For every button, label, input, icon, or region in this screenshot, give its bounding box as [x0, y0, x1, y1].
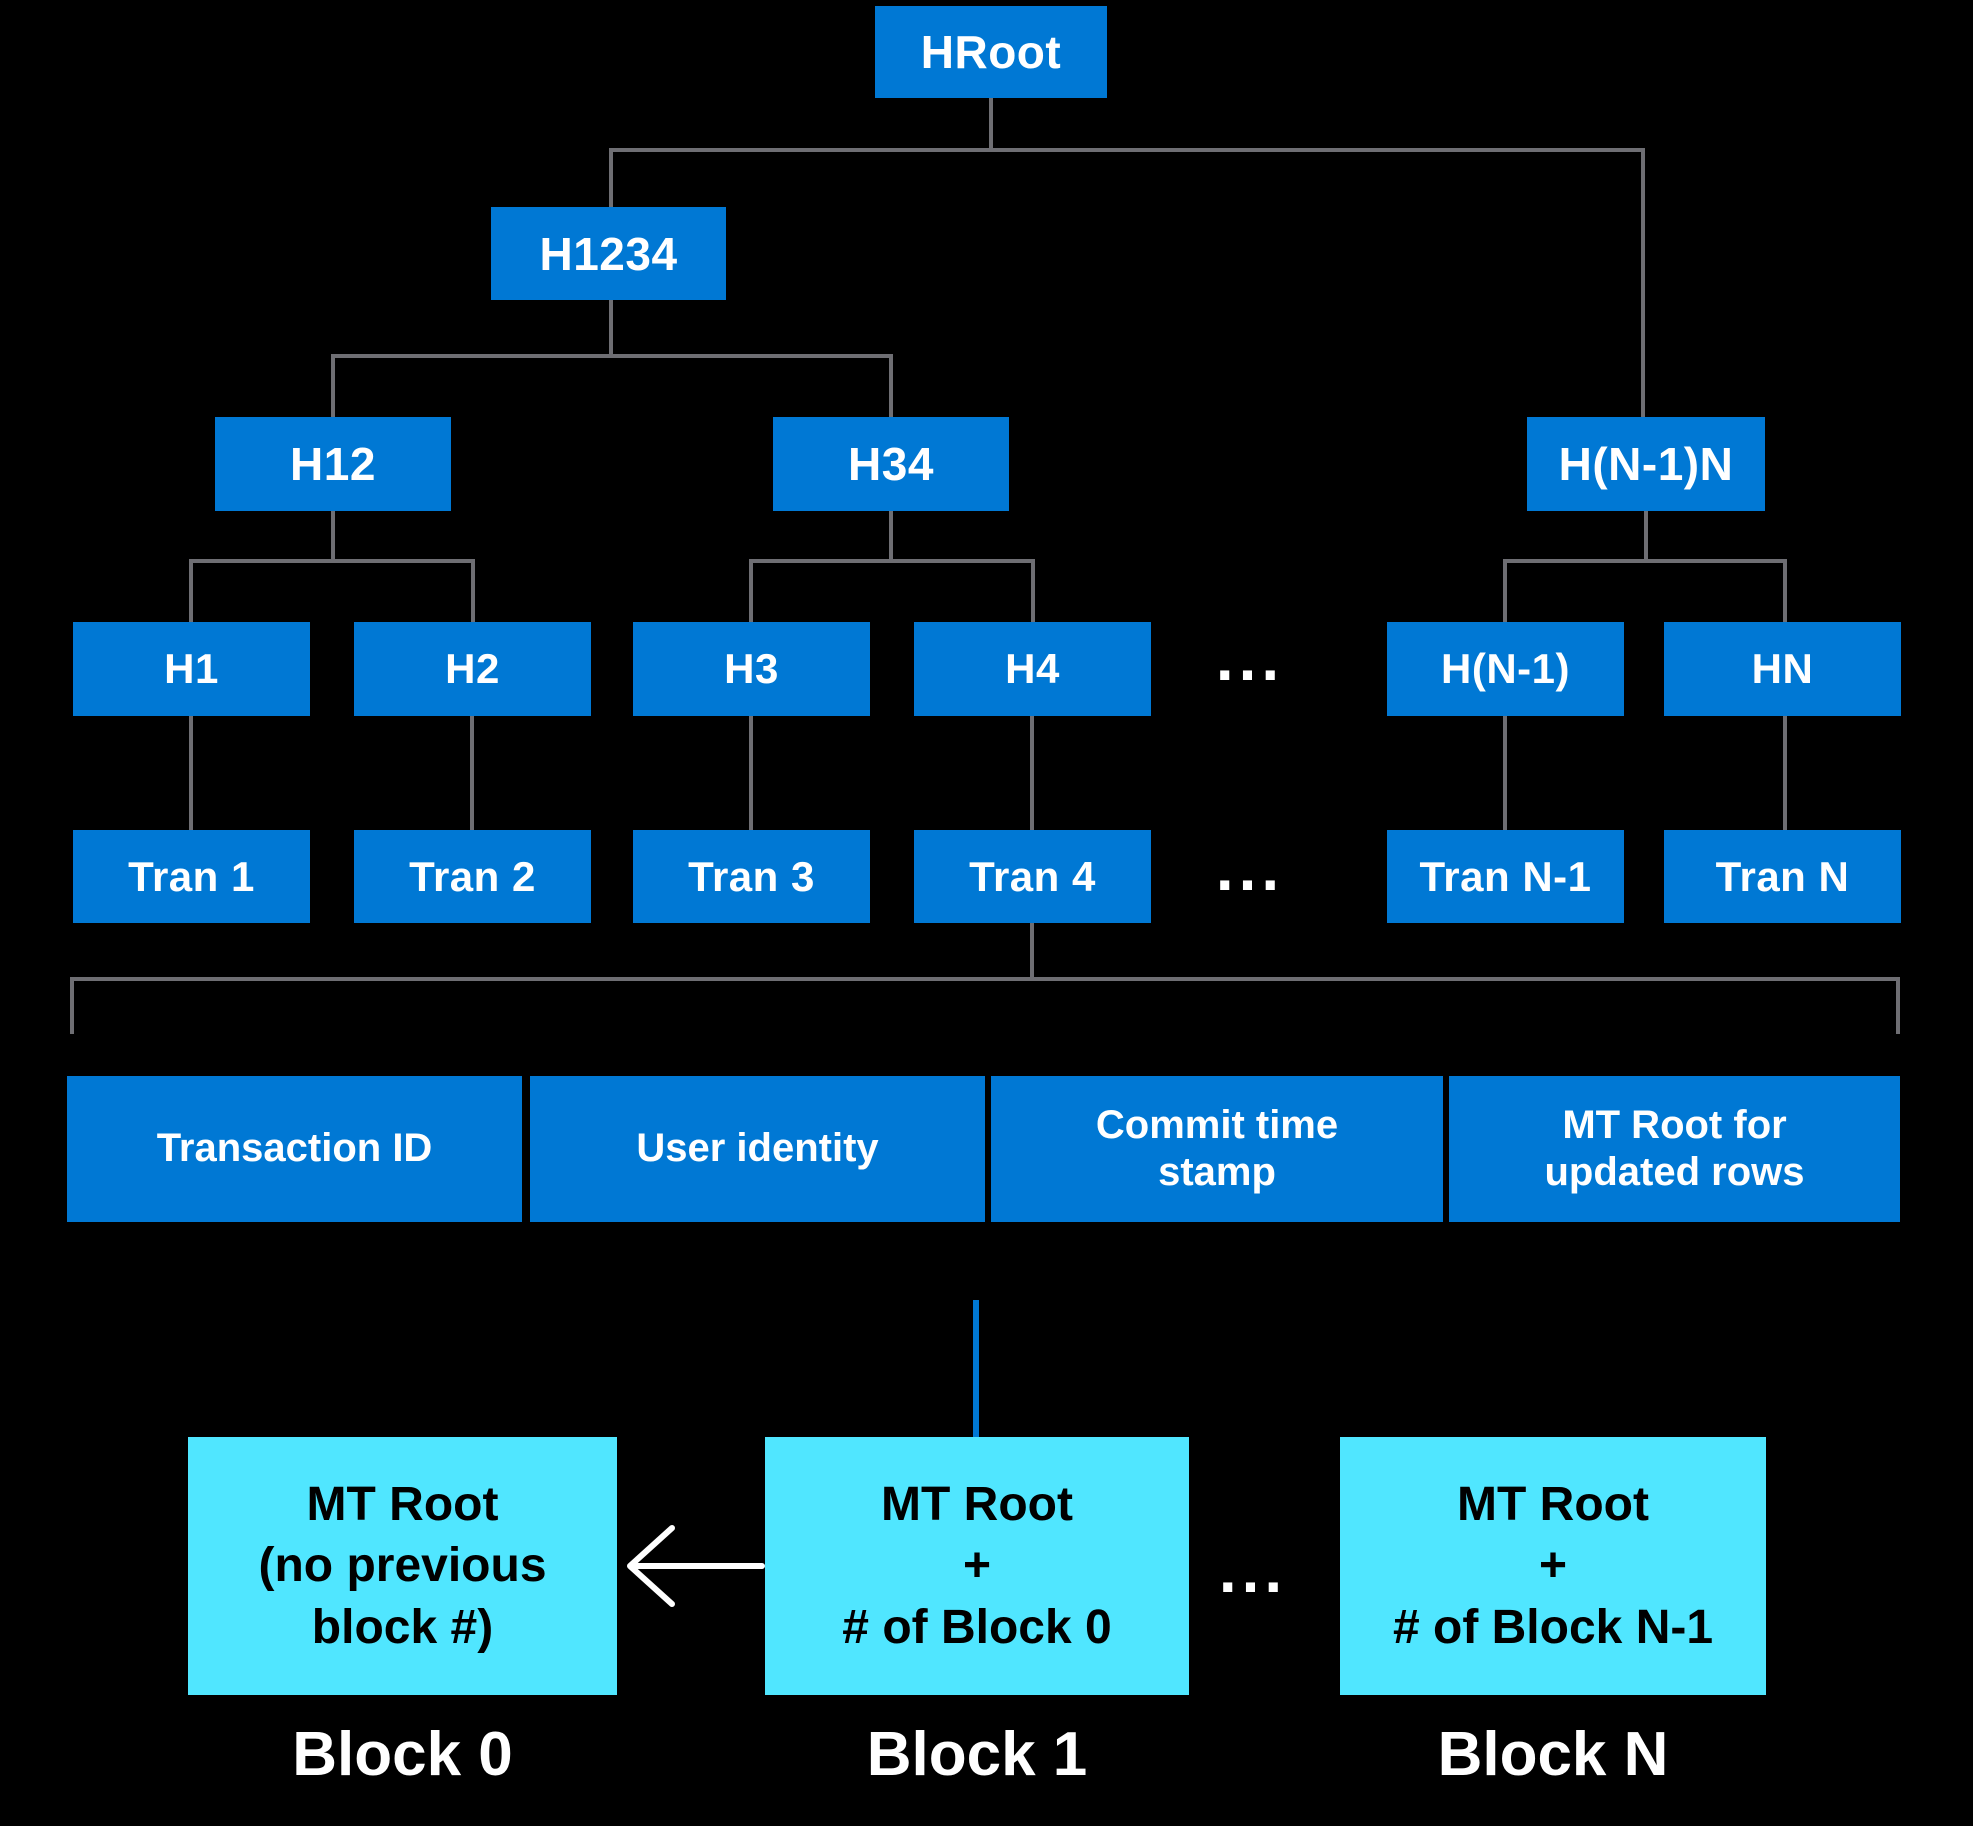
node-hn-1: H(N-1)	[1387, 622, 1624, 716]
node-h1: H1	[73, 622, 310, 716]
node-hn: HN	[1664, 622, 1901, 716]
block-n-label: Block N	[1437, 1719, 1669, 1789]
prev-block-arrow	[627, 1525, 765, 1607]
block-1-label: Block 1	[866, 1719, 1088, 1789]
detail-cell-mt-root: MT Root for updated rows	[1449, 1076, 1900, 1222]
node-h4: H4	[914, 622, 1151, 716]
node-hn-1n: H(N-1)N	[1527, 417, 1765, 511]
node-tran-n: Tran N	[1664, 830, 1901, 923]
ellipsis-tran-row: ...	[1215, 832, 1285, 904]
node-tran-n-1: Tran N-1	[1387, 830, 1624, 923]
node-h34: H34	[773, 417, 1009, 511]
node-tran-2: Tran 2	[354, 830, 591, 923]
ellipsis-blocks: ...	[1218, 1534, 1288, 1606]
detail-cell-transaction-id: Transaction ID	[67, 1076, 522, 1222]
block-0-box: MT Root (no previous block #)	[188, 1437, 617, 1695]
node-hroot: HRoot	[875, 6, 1107, 98]
node-tran-3: Tran 3	[633, 830, 870, 923]
node-h1234: H1234	[491, 207, 726, 300]
ellipsis-hash-row: ...	[1215, 622, 1285, 694]
block-1-box: MT Root + # of Block 0	[765, 1437, 1189, 1695]
detail-cell-user-identity: User identity	[530, 1076, 985, 1222]
node-tran-4: Tran 4	[914, 830, 1151, 923]
node-h12: H12	[215, 417, 451, 511]
block-0-label: Block 0	[292, 1719, 513, 1789]
tree-connector-lines	[70, 98, 1900, 1034]
node-tran-1: Tran 1	[73, 830, 310, 923]
detail-cell-commit-time-stamp: Commit time stamp	[991, 1076, 1443, 1222]
node-h3: H3	[633, 622, 870, 716]
block-n-box: MT Root + # of Block N-1	[1340, 1437, 1766, 1695]
node-h2: H2	[354, 622, 591, 716]
